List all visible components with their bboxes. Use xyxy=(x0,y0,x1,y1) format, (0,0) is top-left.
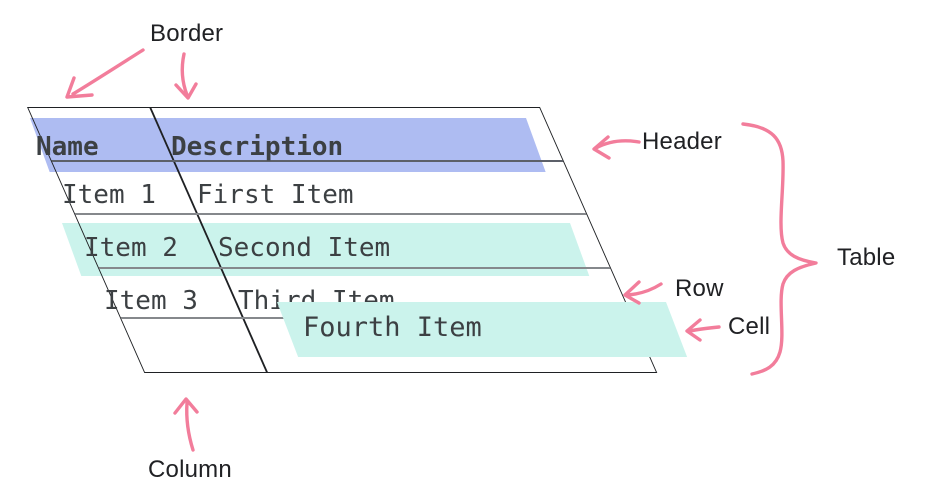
cell-fourth-item: Fourth Item xyxy=(303,312,482,343)
border-arrow-down-icon xyxy=(180,52,189,97)
border-arrow-left-head-icon xyxy=(65,76,94,99)
row-arrow-head-icon xyxy=(623,280,641,305)
cell-item-2: Item 2 xyxy=(84,233,178,263)
column-arrow-icon xyxy=(185,401,195,452)
cell-item-1: Item 1 xyxy=(62,180,156,210)
header-cell-name: Name xyxy=(36,132,99,162)
label-column: Column xyxy=(148,456,232,483)
header-arrow-head-icon xyxy=(592,135,611,160)
row-separator-line xyxy=(98,267,611,269)
header-cell-description: Description xyxy=(171,132,344,162)
border-arrow-down-head-icon xyxy=(174,82,198,100)
cell-first-item: First Item xyxy=(197,180,354,210)
cell-arrow-icon xyxy=(688,325,721,333)
header-arrow-icon xyxy=(594,139,641,150)
column-arrow-head-icon xyxy=(173,397,199,415)
label-table: Table xyxy=(837,244,896,271)
row-arrow-icon xyxy=(626,282,663,297)
label-header: Header xyxy=(642,128,722,155)
cell-second-item: Second Item xyxy=(218,233,391,263)
border-arrow-left-icon xyxy=(71,48,145,96)
label-row: Row xyxy=(675,275,724,302)
label-border: Border xyxy=(150,20,224,47)
label-cell: Cell xyxy=(728,313,771,340)
row-separator-line xyxy=(74,213,587,215)
cell-arrow-head-icon xyxy=(685,318,702,342)
cell-item-3: Item 3 xyxy=(104,286,198,316)
